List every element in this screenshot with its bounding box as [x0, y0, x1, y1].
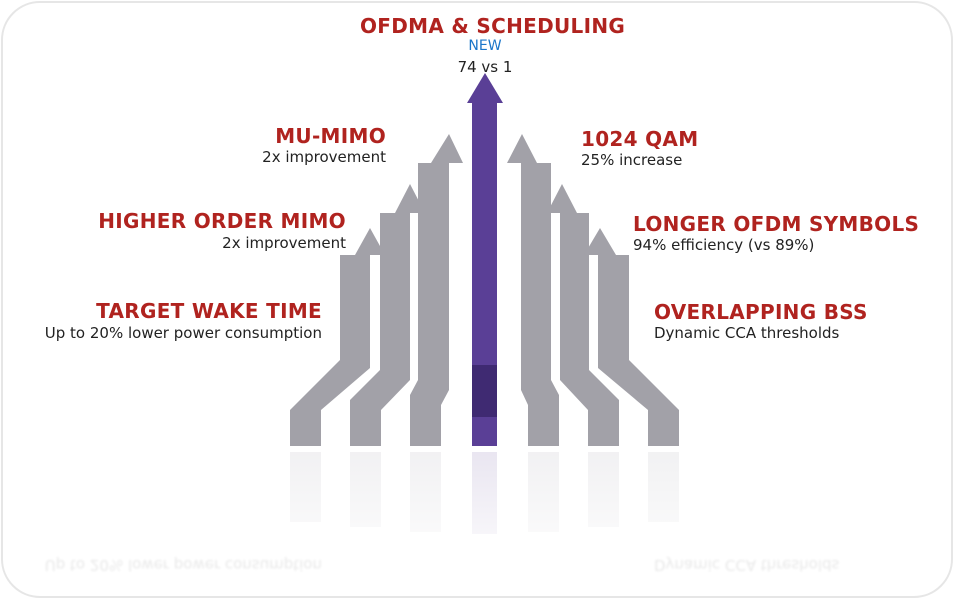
feature-detail-higher-order-mimo: 2x improvement	[222, 234, 346, 252]
center-title: OFDMA & SCHEDULING	[360, 14, 626, 38]
arrow-mu-mimo	[410, 134, 463, 446]
feature-detail-mu-mimo: 2x improvement	[262, 148, 386, 166]
feature-detail-overlapping-bss: Dynamic CCA thresholds	[654, 324, 840, 342]
arrow-ofdma	[467, 73, 503, 446]
arrow-longer-ofdm	[547, 184, 619, 446]
feature-title-mu-mimo: MU-MIMO	[275, 124, 386, 148]
feature-title-overlapping-bss: OVERLAPPING BSS	[654, 300, 868, 324]
arrow-1024-qam	[507, 134, 559, 446]
arrows-group	[290, 73, 679, 446]
arrow-higher-order-mimo	[350, 184, 425, 446]
feature-detail-target-wake-time: Up to 20% lower power consumption	[44, 324, 322, 342]
arrow-target-wake-time	[290, 228, 385, 446]
feature-title-target-wake-time: TARGET WAKE TIME	[96, 299, 322, 323]
reflection-fade	[200, 452, 760, 582]
center-detail: 74 vs 1	[457, 58, 513, 76]
feature-detail-longer-ofdm-symbols: 94% efficiency (vs 89%)	[633, 236, 815, 254]
reflection-right-detail: Dynamic CCA thresholds	[654, 556, 840, 574]
new-badge: NEW	[468, 38, 502, 54]
feature-title-1024-qam: 1024 QAM	[581, 127, 699, 151]
feature-detail-1024-qam: 25% increase	[581, 151, 683, 169]
reflection-left-detail: Up to 20% lower power consumption	[44, 556, 322, 574]
arrow-ofdma-shade	[472, 365, 497, 417]
arrow-overlapping-bss	[584, 228, 679, 446]
feature-title-higher-order-mimo: HIGHER ORDER MIMO	[98, 209, 346, 233]
feature-title-longer-ofdm-symbols: LONGER OFDM SYMBOLS	[633, 212, 920, 236]
